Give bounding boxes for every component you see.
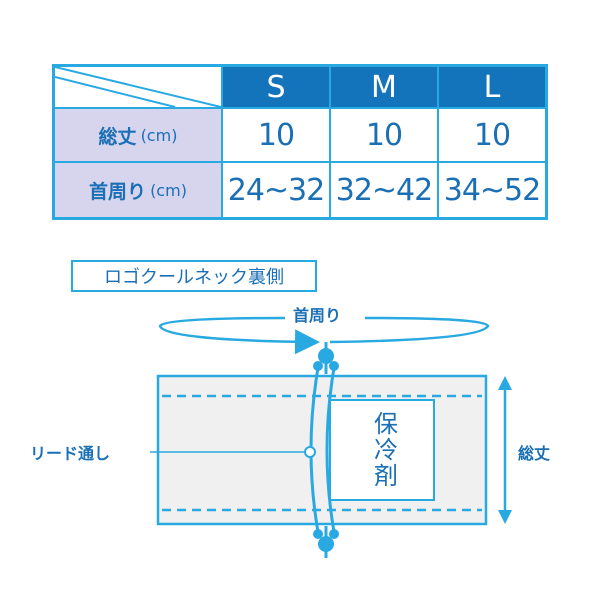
header-size-s: S — [223, 67, 329, 107]
cell-length-m: 10 — [331, 109, 437, 161]
cord-label: リード通し — [30, 444, 111, 463]
cell-neck-s: 24~32 — [223, 163, 329, 217]
row-label-text: 首周り — [89, 180, 147, 203]
row-label-unit: (cm) — [150, 180, 187, 200]
cell-length-s: 10 — [223, 109, 329, 161]
diagram-title: ロゴクールネック裏側 — [71, 260, 317, 292]
length-dimension-arrow — [498, 376, 512, 524]
fabric-body — [156, 374, 488, 526]
bottom-cord-stopper — [313, 526, 339, 558]
row-label-unit: (cm) — [140, 125, 178, 145]
header-size-m: M — [331, 67, 437, 107]
cell-neck-m: 32~42 — [331, 163, 437, 217]
neck-label: 首周り — [293, 306, 342, 325]
cell-length-l: 10 — [439, 109, 545, 161]
neck-rotation-arrow — [158, 316, 490, 355]
header-size-l: L — [439, 67, 545, 107]
table-corner — [55, 67, 221, 107]
row-label-text: 総丈 — [98, 125, 137, 148]
cooling-pack — [329, 399, 435, 501]
length-label: 総丈 — [518, 444, 551, 463]
cooling-pack-label: 保冷剤 — [369, 411, 398, 489]
size-table: S M L 総丈(cm) 10 10 10 首周り(cm) 24~32 32~4… — [52, 64, 548, 220]
cord-hole — [304, 446, 316, 458]
cell-neck-l: 34~52 — [439, 163, 545, 217]
top-cord-stopper — [313, 342, 339, 374]
row-label-length: 総丈(cm) — [55, 109, 221, 161]
corner-diagonal-lines — [55, 67, 221, 107]
row-label-neck: 首周り(cm) — [55, 163, 221, 217]
